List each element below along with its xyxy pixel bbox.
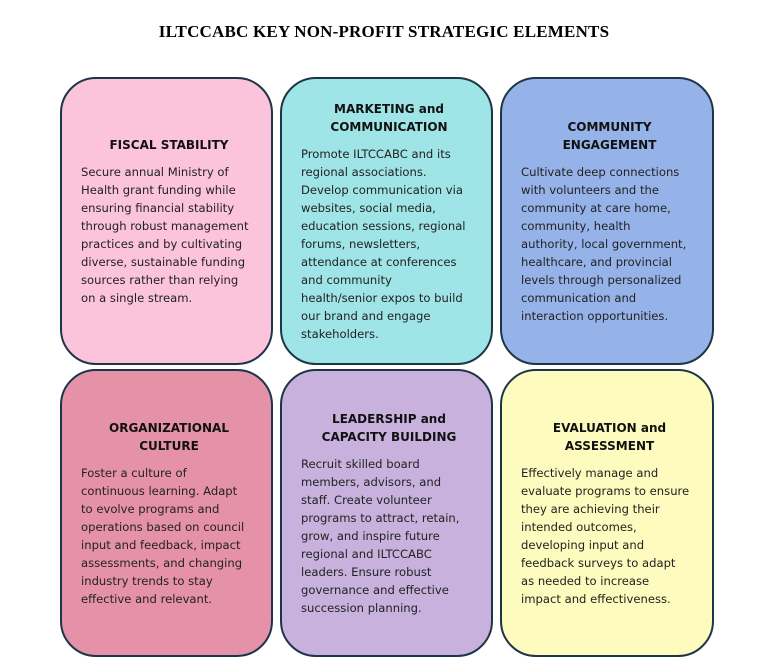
card-heading-line: FISCAL STABILITY (109, 137, 229, 152)
card-description-line: continuous learning. Adapt (81, 483, 238, 498)
card-description-line: grow, and inspire future (301, 528, 440, 543)
card-description-line: input and feedback, impact (81, 537, 241, 552)
card-description-line: Cultivate deep connections (521, 164, 680, 179)
card-description-line: Recruit skilled board (301, 456, 420, 471)
card-heading-line: CULTURE (139, 438, 199, 453)
card-heading-line: ORGANIZATIONAL (109, 420, 229, 435)
card-description-line: regional and ILTCCABC (301, 546, 432, 561)
card-heading: ORGANIZATIONAL CULTURE (81, 419, 257, 455)
card-description-line: leaders. Ensure robust (301, 564, 432, 579)
card-description-line: feedback surveys to adapt (521, 555, 676, 570)
card-description-line: Foster a culture of (81, 465, 187, 480)
card-heading-line: ENGAGEMENT (562, 137, 657, 152)
card-description-line: industry trends to stay (81, 573, 213, 588)
card-description-line: our brand and engage (301, 308, 431, 323)
card-description-line: sources rather than relying (81, 272, 239, 287)
card-description-line: governance and effective (301, 582, 449, 597)
card-description-line: diverse, sustainable funding (81, 254, 246, 269)
strategic-elements-grid: FISCAL STABILITY Secure annual Ministry o… (60, 77, 714, 657)
card-description-line: evaluate programs to ensure (521, 483, 690, 498)
card-description-line: effective and relevant. (81, 591, 213, 606)
card-heading: FISCAL STABILITY (81, 136, 257, 154)
card-description-line: programs to attract, retain, (301, 510, 460, 525)
card-heading-line: COMMUNICATION (330, 119, 448, 134)
card-description-line: staff. Create volunteer (301, 492, 432, 507)
card-heading-line: COMMUNITY (567, 119, 652, 134)
card-description-line: to evolve programs and (81, 501, 220, 516)
card-description-line: Promote ILTCCABC and its (301, 146, 451, 161)
card-description-line: they are achieving their (521, 501, 660, 516)
card-description-line: as needed to increase (521, 573, 650, 588)
card-description-line: developing input and (521, 537, 645, 552)
card-description: Promote ILTCCABC and its regional associa… (301, 145, 477, 343)
page-title: ILTCCABC KEY NON-PROFIT STRATEGIC ELEMEN… (158, 22, 610, 41)
card-heading-line: MARKETING and (334, 101, 444, 116)
card-description-line: Develop communication via (301, 182, 463, 197)
card-description-line: with volunteers and the (521, 182, 659, 197)
card-description-line: members, advisors, and (301, 474, 442, 489)
card-description-line: Secure annual Ministry of (81, 164, 229, 179)
card-description-line: interaction opportunities. (521, 308, 669, 323)
card-description: Secure annual Ministry of Health grant fu… (81, 163, 257, 307)
card-description: Recruit skilled board members, advisors, … (301, 455, 477, 617)
card-description-line: education sessions, regional (301, 218, 466, 233)
card-description-line: regional associations. (301, 164, 427, 179)
card-heading-line: EVALUATION and (552, 420, 667, 435)
card-description-line: operations based on council (81, 519, 245, 534)
card-description-line: assessments, and changing (81, 555, 243, 570)
card-description: Cultivate deep connections with volunteer… (521, 163, 698, 325)
card-description: Effectively manage and evaluate programs … (521, 464, 698, 608)
card-description-line: health/senior expos to build (301, 290, 463, 305)
card-heading: COMMUNITY ENGAGEMENT (521, 118, 698, 154)
card-description-line: community at care home, (521, 200, 671, 215)
card-description-line: websites, social media, (301, 200, 436, 215)
card-description-line: forums, newsletters, (301, 236, 421, 251)
card-description: Foster a culture of continuous learning. … (81, 464, 257, 608)
element-card-community-engagement: COMMUNITY ENGAGEMENT Cultivate deep connec… (500, 77, 714, 365)
card-description-line: succession planning. (301, 600, 422, 615)
card-description-line: attendance at conferences (301, 254, 457, 269)
card-heading-line: CAPACITY BUILDING (321, 429, 457, 444)
card-description-line: practices and by cultivating (81, 236, 243, 251)
card-description-line: healthcare, and provincial (521, 254, 673, 269)
card-description-line: levels through personalized (521, 272, 682, 287)
card-description-line: impact and effectiveness. (521, 591, 671, 606)
element-card-organizational-culture: ORGANIZATIONAL CULTURE Foster a culture of… (60, 369, 273, 657)
card-heading-line: LEADERSHIP and (332, 411, 446, 426)
element-card-fiscal-stability: FISCAL STABILITY Secure annual Ministry o… (60, 77, 273, 365)
card-description-line: community, health (521, 218, 631, 233)
card-description-line: communication and (521, 290, 637, 305)
card-description-line: Effectively manage and (521, 465, 659, 480)
card-description-line: through robust management (81, 218, 249, 233)
card-description-line: and community (301, 272, 392, 287)
card-description-line: ensuring financial stability (81, 200, 235, 215)
card-heading-line: ASSESSMENT (564, 438, 655, 453)
card-description-line: stakeholders. (301, 326, 379, 341)
card-description-line: intended outcomes, (521, 519, 637, 534)
card-description-line: authority, local government, (521, 236, 687, 251)
card-description-line: on a single stream. (81, 290, 193, 305)
card-description-line: Health grant funding while (81, 182, 236, 197)
